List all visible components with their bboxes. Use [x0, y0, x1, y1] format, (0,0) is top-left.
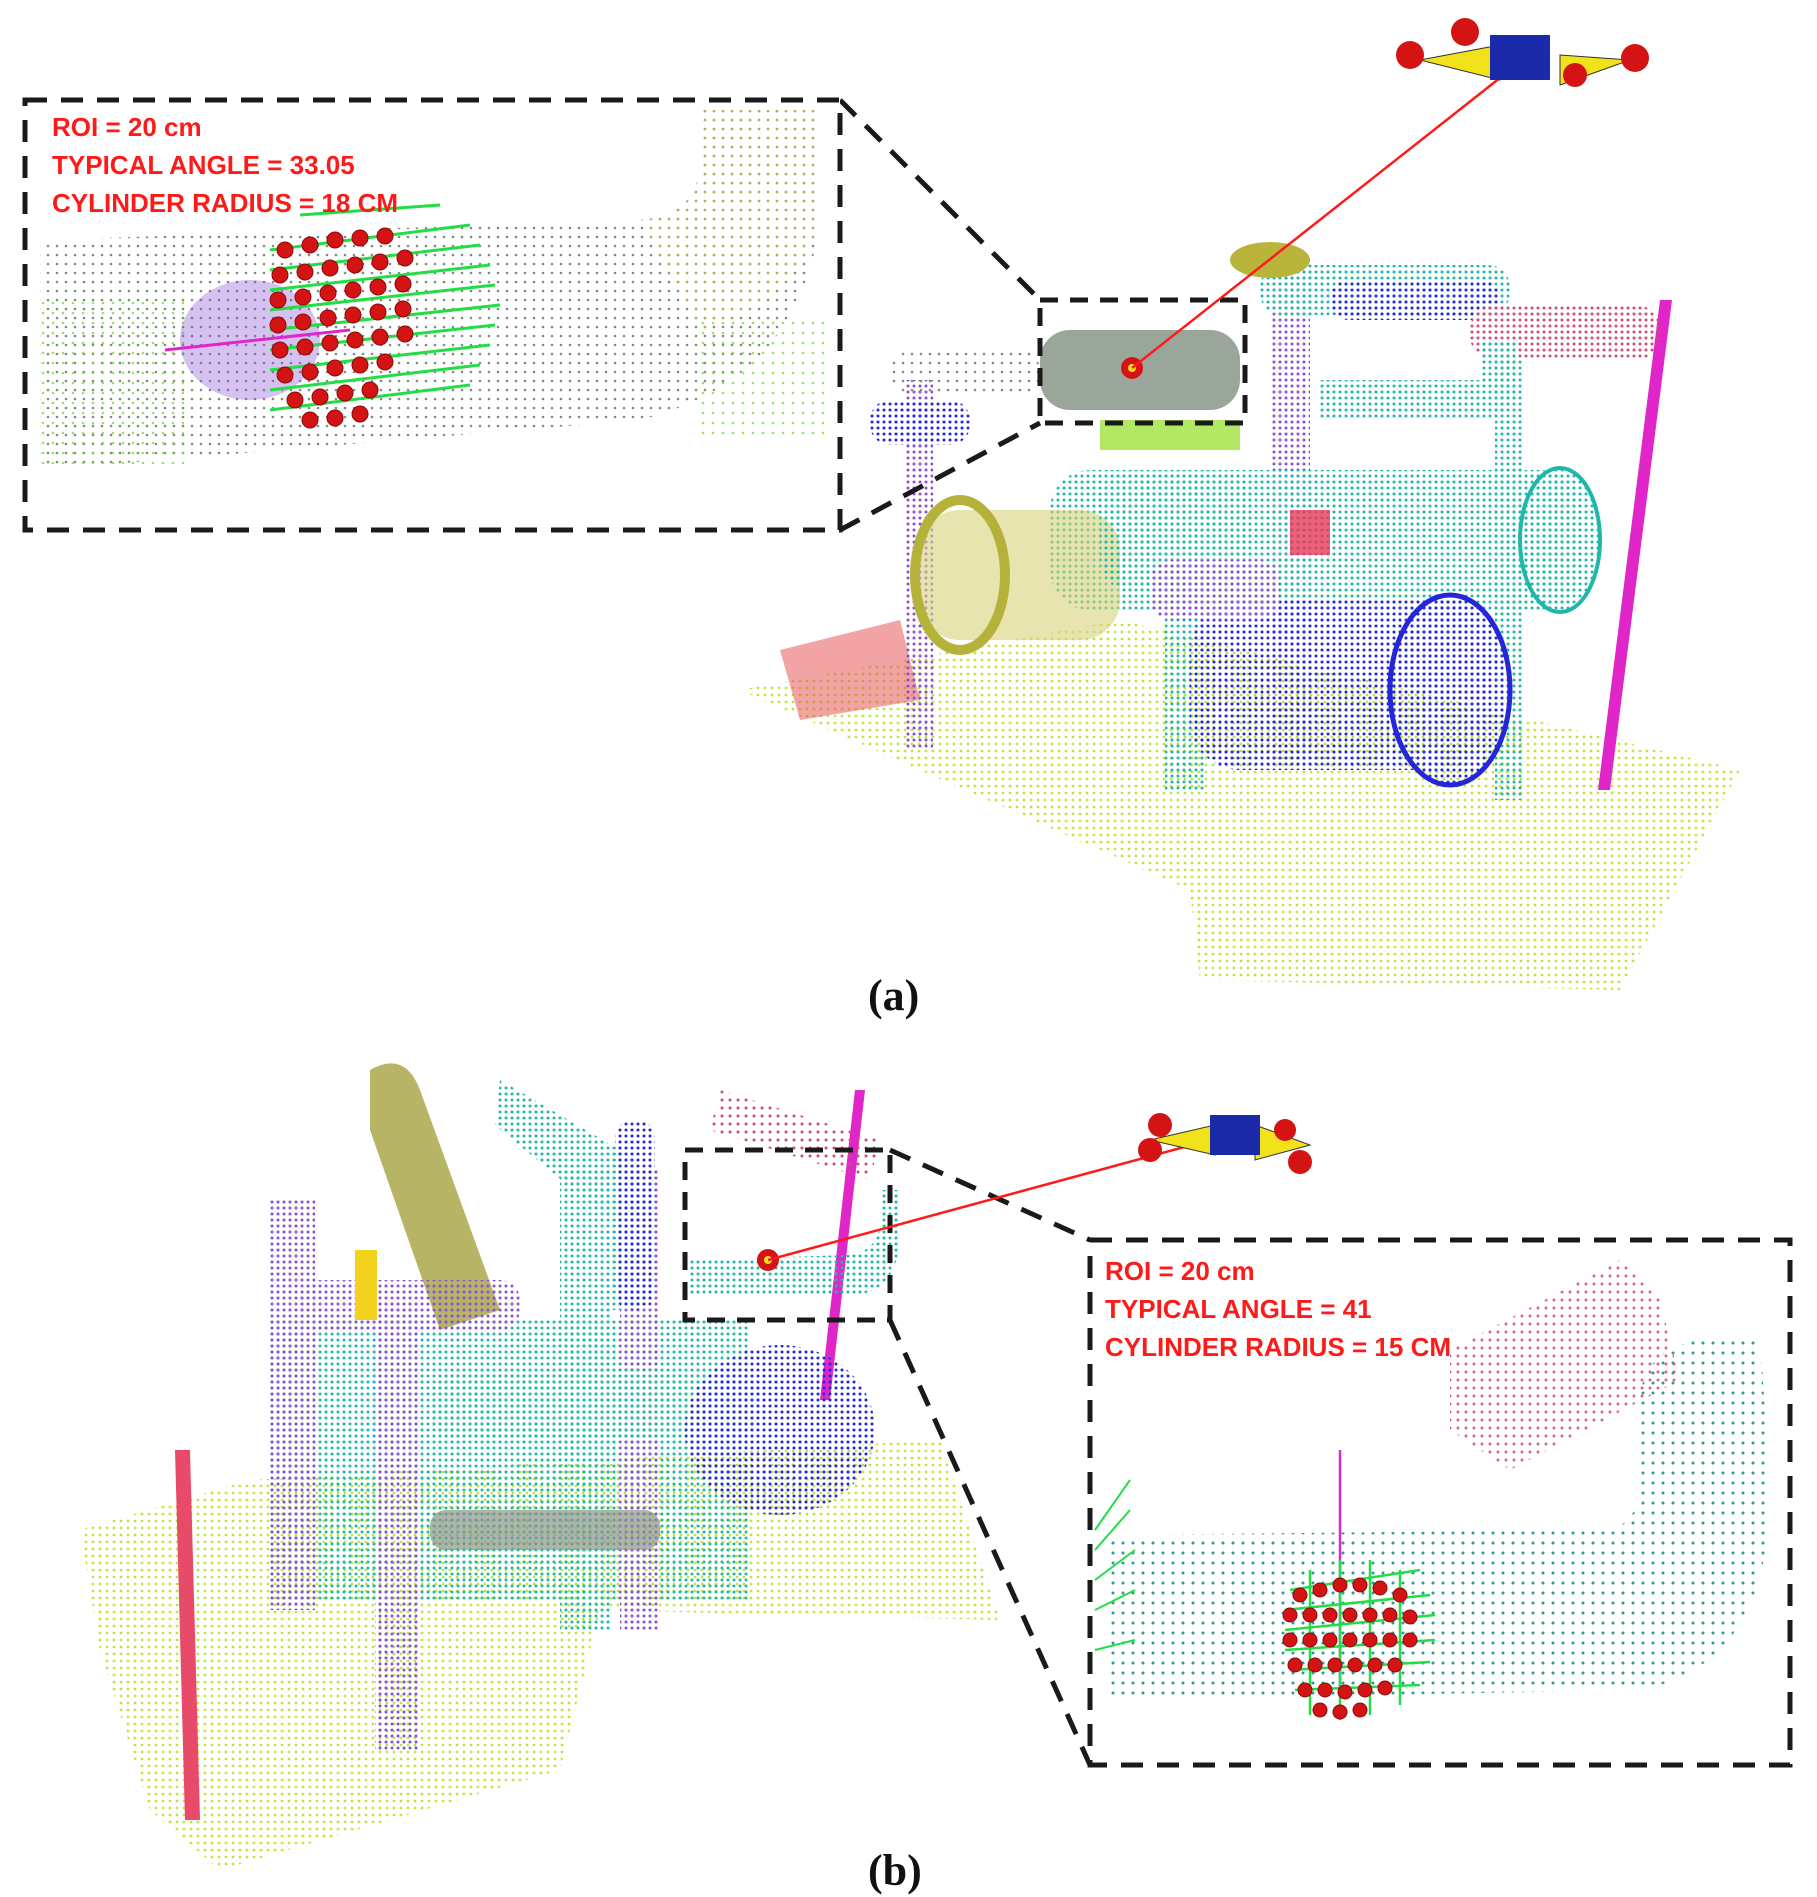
panel-b: ROI = 20 cm TYPICAL ANGLE = 41 CYLINDER …	[0, 1050, 1817, 1897]
zoom-connector	[888, 1147, 1092, 1243]
zoom-pink-cloud	[1450, 1260, 1680, 1470]
roi-label: ROI = 20 cm	[1105, 1256, 1255, 1286]
sample-spheres	[1282, 1577, 1418, 1720]
zoom-pipe-cloud	[1110, 1335, 1770, 1700]
tank-teal-end	[1518, 466, 1602, 614]
zoom-green-points	[700, 320, 830, 440]
edge-normals	[1094, 1479, 1136, 1651]
figure-caption-b: (b)	[868, 1846, 922, 1895]
pipe-purple-mid	[1150, 560, 1280, 620]
typical-angle-label: TYPICAL ANGLE = 33.05	[52, 150, 355, 180]
zoom-connector	[887, 1318, 1093, 1767]
magenta-pole	[1598, 300, 1672, 790]
tank-olive-end	[910, 495, 1010, 655]
pipe-blue-top	[1330, 280, 1500, 320]
frame-leg	[375, 1300, 420, 1750]
roi-label: ROI = 20 cm	[52, 112, 202, 142]
panel-a-scene	[22, 18, 1740, 990]
pipe-purple-horizontal	[300, 1280, 520, 1330]
pipe-left-blue	[870, 400, 970, 445]
pipe-red-stub	[1290, 510, 1330, 555]
camera-ray	[1131, 69, 1511, 369]
pipe-blue-vertical	[615, 1120, 655, 1310]
frame-teal	[270, 1320, 750, 1600]
camera-ray	[767, 1138, 1211, 1262]
zoom-pipe-cloud	[40, 110, 820, 470]
panel-a: ROI = 20 cm TYPICAL ANGLE = 33.05 CYLIND…	[22, 18, 1740, 1020]
camera-icon	[1396, 18, 1649, 87]
pipe-pink-top	[1470, 305, 1660, 360]
annotation-block-a: ROI = 20 cm TYPICAL ANGLE = 33.05 CYLIND…	[52, 108, 398, 222]
floor-plank	[780, 620, 920, 720]
pipe-teal-diagonal	[495, 1080, 650, 1310]
typical-angle-label: TYPICAL ANGLE = 41	[1105, 1294, 1372, 1324]
pipe-left-gray	[890, 350, 1040, 395]
cylinder-axis	[164, 328, 351, 352]
panel-b-scene	[80, 1063, 1793, 1870]
zoom-green-points	[40, 300, 190, 470]
zoom-elbow-cloud	[640, 110, 820, 330]
zoom-connector	[838, 420, 1042, 533]
red-wall-strip	[175, 1450, 200, 1820]
pipe-teal-elbow	[1320, 340, 1515, 420]
cylinder-radius-label: CYLINDER RADIUS = 18 CM	[52, 188, 398, 218]
pipe-gray-lower	[430, 1510, 660, 1550]
selected-pipe	[690, 1190, 900, 1295]
zoom-connector	[838, 98, 1042, 302]
cylinder-radius-label: CYLINDER RADIUS = 15 CM	[1105, 1332, 1451, 1362]
zoom-box-small	[682, 1147, 893, 1323]
frame-leg	[270, 1200, 315, 1610]
camera-icon	[1138, 1113, 1312, 1174]
annotation-block-b: ROI = 20 cm TYPICAL ANGLE = 41 CYLINDER …	[1105, 1252, 1451, 1366]
tank-olive	[920, 510, 1120, 640]
pipe-teal-horizontal	[430, 1370, 760, 1440]
sample-spheres	[269, 227, 414, 429]
pipe-olive-diagonal	[370, 1063, 500, 1330]
figure-caption-a: (a)	[868, 971, 920, 1020]
zoom-box-small	[1037, 297, 1248, 426]
tank-blue	[685, 1345, 875, 1515]
pipe-pink-top	[710, 1090, 880, 1180]
pipe-yellow-stub	[355, 1250, 377, 1320]
tank-blue-end	[1387, 592, 1513, 788]
